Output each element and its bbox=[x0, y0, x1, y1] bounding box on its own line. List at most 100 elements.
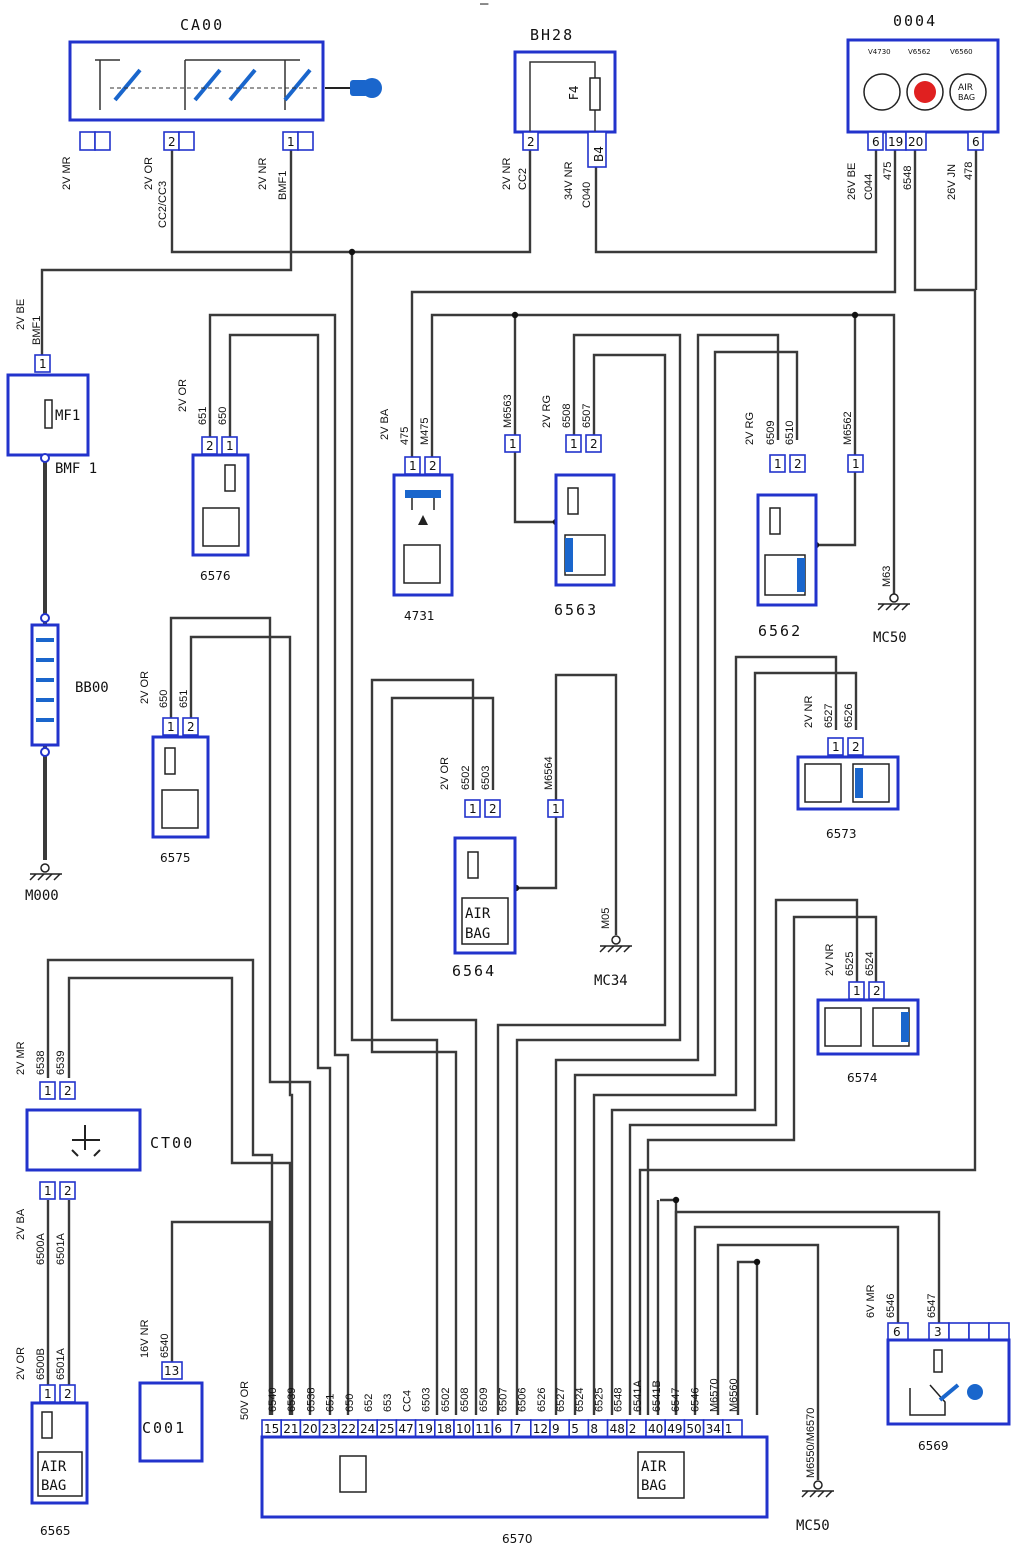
ignition-switch-ca00: CA00 2 1 bbox=[68, 16, 382, 151]
wire-label: 6525 bbox=[844, 952, 856, 976]
ecu-wire-label: M6560 bbox=[728, 1378, 740, 1412]
ground-mc50-lower: MC50 bbox=[796, 1480, 834, 1534]
wire-label: 2V MR bbox=[15, 1041, 27, 1075]
connector-ct00: 1 2 CT00 1 2 bbox=[25, 1081, 194, 1200]
wire-labels: 2V MR 2V OR CC2/CC3 2V NR BMF1 2V NR CC2… bbox=[15, 156, 975, 1478]
ecu-pin-label: 18 bbox=[437, 1422, 452, 1436]
wire-label: 2V OR bbox=[439, 757, 451, 790]
text-label: BAG bbox=[465, 926, 490, 942]
text-label: 13 bbox=[164, 1364, 179, 1378]
airbag-icon bbox=[637, 1451, 685, 1499]
seatbelt-icon bbox=[161, 789, 199, 829]
ecu-wire-label: 650 bbox=[344, 1394, 356, 1412]
airbag-icon bbox=[461, 897, 509, 945]
text-label: 2 bbox=[64, 1084, 72, 1098]
text-label: CT00 bbox=[150, 1134, 194, 1152]
text-label: 2 bbox=[489, 802, 497, 816]
text-label: 6562 bbox=[758, 622, 802, 640]
text-label: 1 bbox=[409, 459, 417, 473]
ecu-pin-label: 6 bbox=[494, 1422, 502, 1436]
wire-label: 6508 bbox=[561, 404, 573, 428]
ecu-wire-label: 6548 bbox=[613, 1388, 625, 1412]
wire-label: 6507 bbox=[581, 404, 593, 428]
text-label: 6576 bbox=[200, 569, 231, 583]
wire-label: 6548 bbox=[902, 166, 914, 190]
ecu-pin-label: 5 bbox=[571, 1422, 579, 1436]
ecu-wire-label: 653 bbox=[382, 1394, 394, 1412]
airbag-switch-6569: 6 3 6569 bbox=[886, 1322, 1011, 1453]
wire-label: 6526 bbox=[843, 704, 855, 728]
wire-label: 478 bbox=[963, 162, 975, 180]
text-label: 6570 bbox=[502, 1532, 533, 1546]
wire-label: 2V OR bbox=[143, 157, 155, 190]
seatbelt-pretensioner-6575: 1 2 6575 bbox=[151, 717, 210, 865]
text-label: 1 bbox=[44, 1084, 52, 1098]
text-label: 1 bbox=[774, 457, 782, 471]
ecu-wire-label: 6527 bbox=[555, 1388, 567, 1412]
wire-label: 2V NR bbox=[803, 696, 815, 728]
text-label: MC50 bbox=[796, 1518, 830, 1534]
battery-bb00: BB00 bbox=[30, 613, 109, 757]
text-label: 1 bbox=[832, 740, 840, 754]
ecu-wire-label: 6524 bbox=[574, 1388, 586, 1412]
ecu-pin-label: 23 bbox=[322, 1422, 337, 1436]
wire-label: BMF1 bbox=[277, 171, 289, 200]
ground-mc50-upper: M63 MC50 bbox=[873, 566, 910, 646]
text-label: 2 bbox=[206, 439, 214, 453]
wire-label: 2V NR bbox=[501, 158, 513, 190]
label-bh28: BH28 bbox=[530, 26, 574, 44]
ecu-pin-label: 20 bbox=[302, 1422, 317, 1436]
text-label: 19 bbox=[888, 135, 903, 149]
text-label: BMF 1 bbox=[55, 461, 97, 477]
wire-label: 6V MR bbox=[865, 1284, 877, 1318]
text-label: 1 bbox=[853, 984, 861, 998]
text-label: 2 bbox=[168, 135, 176, 149]
ecu-pin-label: 9 bbox=[552, 1422, 560, 1436]
instrument-cluster-0004: 0004 V4730 V6562 V6560 AIR BAG 6 19 20 6 bbox=[846, 12, 1000, 151]
ecu-wire-label: 6547 bbox=[670, 1388, 682, 1412]
wire-label: 2V NR bbox=[824, 944, 836, 976]
wire-label: 475 bbox=[399, 427, 411, 445]
wire-label: 2V MR bbox=[61, 156, 73, 190]
wire-label: 2V BE bbox=[15, 299, 27, 330]
chip-icon bbox=[804, 763, 842, 803]
seatbelt-buckle-4731: 1 2 4731 bbox=[392, 456, 454, 623]
key-icon bbox=[967, 1384, 983, 1400]
label-0004: 0004 bbox=[893, 12, 937, 30]
seatbelt-warning-icon bbox=[863, 73, 901, 111]
ecu-pin-label: 25 bbox=[379, 1422, 394, 1436]
text-label: 6564 bbox=[452, 962, 496, 980]
text-label: BB00 bbox=[75, 680, 109, 696]
text-label: AIR bbox=[641, 1459, 667, 1475]
text-label: 1 bbox=[44, 1184, 52, 1198]
ecu-wire-label: 6508 bbox=[459, 1388, 471, 1412]
ground-m000: M000 bbox=[25, 863, 62, 904]
seatbelt-pretensioner-6563: 1 1 2 6563 bbox=[504, 434, 616, 619]
seatbelt-icon bbox=[202, 507, 240, 547]
ecu-wire-label: 6539 bbox=[286, 1388, 298, 1412]
text-label: BAG bbox=[41, 1478, 66, 1494]
fuse-mf1: 1 MF1 BMF 1 bbox=[6, 354, 97, 477]
text-label: F4 bbox=[567, 85, 581, 100]
wire-label: CC2/CC3 bbox=[157, 181, 169, 228]
wire-label: 6501A bbox=[55, 1348, 67, 1380]
label-ca00: CA00 bbox=[180, 16, 224, 34]
junction-dots bbox=[348, 248, 859, 1266]
wire-label: 2V OR bbox=[177, 379, 189, 412]
chip-icon bbox=[339, 1455, 367, 1493]
text-label: 4731 bbox=[404, 609, 435, 623]
text-label: 1 bbox=[39, 357, 47, 371]
ecu-pin-label: 24 bbox=[360, 1422, 375, 1436]
text-label: 1 bbox=[287, 135, 295, 149]
text-label: C001 bbox=[142, 1419, 186, 1437]
wire-label: 26V BE bbox=[846, 163, 858, 200]
wire-label: M475 bbox=[419, 417, 431, 445]
connector-icon bbox=[71, 1125, 101, 1157]
wire-label: 50V OR bbox=[239, 1381, 251, 1420]
text-label: 2 bbox=[64, 1184, 72, 1198]
wire-label: C040 bbox=[581, 182, 593, 208]
key-icon bbox=[362, 78, 382, 98]
wire-label: 26V JN bbox=[946, 164, 958, 200]
